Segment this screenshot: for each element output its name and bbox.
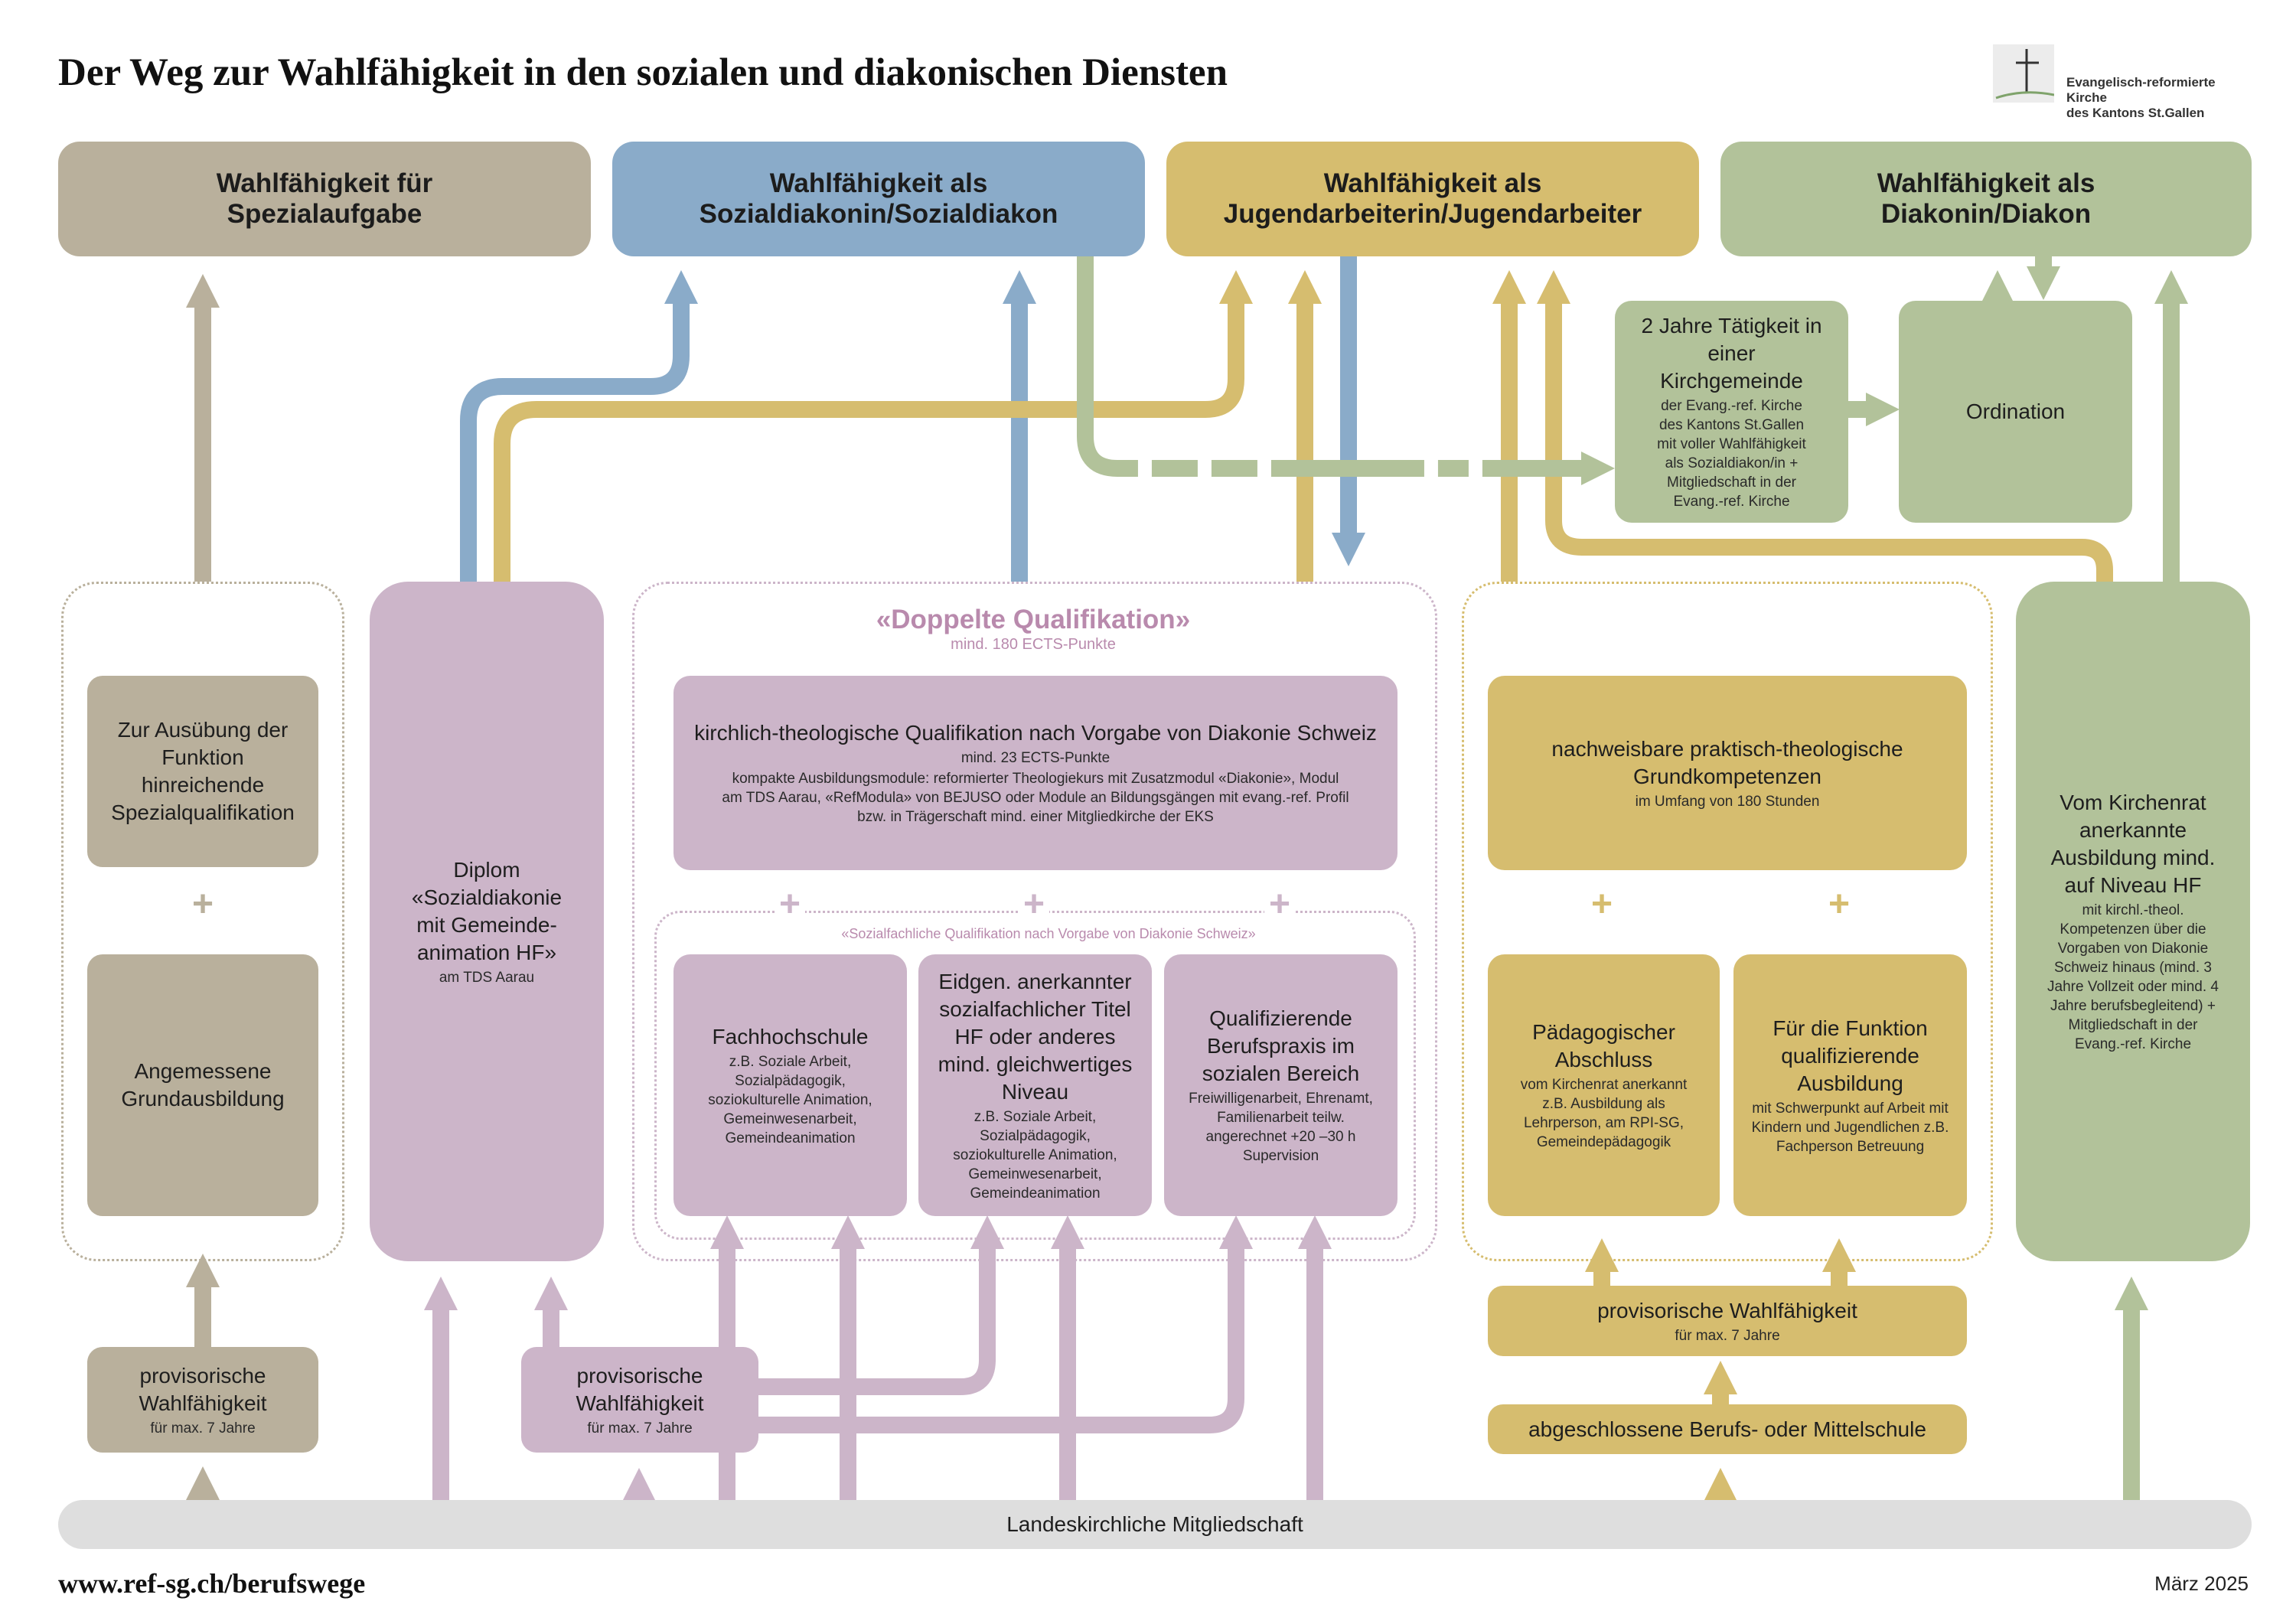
spezialqualifikation-text: Zur Ausübung der Funktion hinreichende S… [111,718,295,824]
header-spezialaufgabe: Wahlfähigkeit für Spezialaufgabe [58,142,591,256]
grundausbildung-box: Angemessene Grundausbildung [87,954,318,1216]
anerkannte-ausbildung-box: Vom Kirchenrat anerkannte Ausbildung min… [2016,582,2250,1261]
header-sozialdiakon-label: Wahlfähigkeit als Sozialdiakonin/Soziald… [699,168,1058,229]
ordination-text: Ordination [1965,399,2066,423]
header-diakon-label: Wahlfähigkeit als Diakonin/Diakon [1877,168,2095,229]
diplom-tds-box: Diplom «Sozialdiakonie mit Gemeinde-anim… [370,582,604,1261]
prov-gold-sub: für max. 7 Jahre [1675,1327,1780,1344]
logo-text: Evangelisch-reformierte Kirche des Kanto… [2066,75,2245,121]
ordination-box: Ordination [1899,301,2132,523]
prov-wahlfaehigkeit-taupe: provisorische Wahlfähigkeit für max. 7 J… [87,1347,318,1453]
church-logo: Evangelisch-reformierte Kirche des Kanto… [1993,44,2245,120]
doppelte-sub: mind. 180 ECTS-Punkte [951,636,1116,653]
taetigkeit-kirchgemeinde-box: 2 Jahre Tätigkeit in einer Kirchgemeinde… [1615,301,1848,523]
sozialfachlich-text: «Sozialfachliche Qualifikation nach Vorg… [841,926,1256,941]
grundausbildung-text: Angemessene Grundausbildung [121,1059,285,1110]
paed-title: Pädagogischer Abschluss [1532,1020,1675,1071]
header-diakon: Wahlfähigkeit als Diakonin/Diakon [1720,142,2252,256]
plus-icon: + [1264,886,1295,923]
praxis-title: Qualifizierende Berufspraxis im sozialen… [1202,1006,1360,1085]
prov-wahlfaehigkeit-gold: provisorische Wahlfähigkeit für max. 7 J… [1488,1286,1967,1356]
doppelte-title: «Doppelte Qualifikation» [876,605,1191,634]
berufs-mittelschule-box: abgeschlossene Berufs- oder Mittelschule [1488,1404,1967,1454]
plus-icon: + [775,886,805,923]
doppelte-heading: «Doppelte Qualifikation» mind. 180 ECTS-… [765,598,1301,660]
footer-url[interactable]: www.ref-sg.ch/berufswege [58,1568,366,1599]
funktion-ausbildung-box: Für die Funktion qualifizierende Ausbild… [1733,954,1967,1216]
eidgen-titel-box: Eidgen. anerkannter sozialfachlicher Tit… [918,954,1152,1216]
paed-sub: vom Kirchenrat anerkannt z.B. Ausbildung… [1520,1077,1688,1150]
landeskirchliche-mitgliedschaft-bar: Landeskirchliche Mitgliedschaft [58,1500,2252,1549]
funktion-title: Für die Funktion qualifizierende Ausbild… [1773,1016,1928,1095]
prov-gold-title: provisorische Wahlfähigkeit [1597,1298,1857,1322]
eidg-title: Eidgen. anerkannter sozialfachlicher Tit… [938,969,1133,1104]
diplom-sub: am TDS Aarau [439,969,535,986]
sozialfachlich-label: «Sozialfachliche Qualifikation nach Vorg… [796,922,1301,945]
plus-icon: + [1590,884,1613,925]
prov-purple-title: provisorische Wahlfähigkeit [576,1363,704,1415]
kirchlich-theologisch-box: kirchlich-theologische Qualifikation nac… [673,676,1397,870]
plus-icon: + [191,884,214,925]
schule-text: abgeschlossene Berufs- oder Mittelschule [1528,1417,1926,1441]
header-spezialaufgabe-label: Wahlfähigkeit für Spezialaufgabe [216,168,433,229]
fachhochschule-box: Fachhochschule z.B. Soziale Arbeit, Sozi… [673,954,907,1216]
ausbildung-sub: mit kirchl.-theol. Kompetenzen über die … [2047,902,2219,1052]
ausbildung-title: Vom Kirchenrat anerkannte Ausbildung min… [2050,791,2216,897]
plus-icon: + [1828,884,1851,925]
grundkompetenzen-title: nachweisbare praktisch-theologische Grun… [1551,736,1903,788]
paedagogischer-abschluss-box: Pädagogischer Abschluss vom Kirchenrat a… [1488,954,1720,1216]
header-jugendarbeiter-label: Wahlfähigkeit als Jugendarbeiterin/Jugen… [1223,168,1642,229]
prov-taupe-sub: für max. 7 Jahre [150,1420,256,1436]
spezialqualifikation-box: Zur Ausübung der Funktion hinreichende S… [87,676,318,867]
eidg-sub: z.B. Soziale Arbeit, Sozialpädagogik, so… [953,1108,1117,1202]
page-title: Der Weg zur Wahlfähigkeit in den soziale… [58,51,1228,94]
fh-sub: z.B. Soziale Arbeit, Sozialpädagogik, so… [708,1053,872,1146]
doppelte-qualifikation-group [632,582,1437,1261]
jugend-group [1462,582,1993,1261]
taetigkeit-sub: der Evang.-ref. Kirche des Kantons St.Ga… [1657,398,1806,510]
kirchlich-title: kirchlich-theologische Qualifikation nac… [694,721,1377,745]
cross-logo-icon [1993,44,2055,103]
funktion-sub: mit Schwerpunkt auf Arbeit mit Kindern u… [1751,1100,1949,1155]
kirchlich-sub1: mind. 23 ECTS-Punkte [960,750,1110,766]
praxis-sub: Freiwilligenarbeit, Ehrenamt, Familienar… [1189,1091,1373,1164]
grundkompetenzen-box: nachweisbare praktisch-theologische Grun… [1488,676,1967,870]
kirchlich-sub2: kompakte Ausbildungsmodule: reformierter… [722,771,1349,825]
grundkompetenzen-sub: im Umfang von 180 Stunden [1635,793,1820,810]
fh-title: Fachhochschule [712,1024,869,1048]
berufspraxis-box: Qualifizierende Berufspraxis im sozialen… [1164,954,1397,1216]
header-jugendarbeiter: Wahlfähigkeit als Jugendarbeiterin/Jugen… [1166,142,1699,256]
header-sozialdiakon: Wahlfähigkeit als Sozialdiakonin/Soziald… [612,142,1145,256]
base-text: Landeskirchliche Mitgliedschaft [1006,1512,1303,1536]
plus-icon: + [1019,886,1049,923]
prov-wahlfaehigkeit-purple: provisorische Wahlfähigkeit für max. 7 J… [521,1347,758,1453]
logo-line-1: Evangelisch-reformierte Kirche [2066,75,2216,105]
prov-purple-sub: für max. 7 Jahre [587,1420,693,1436]
prov-taupe-title: provisorische Wahlfähigkeit [139,1363,267,1415]
logo-line-2: des Kantons St.Gallen [2066,106,2205,120]
taetigkeit-title: 2 Jahre Tätigkeit in einer Kirchgemeinde [1641,314,1822,393]
diplom-title: Diplom «Sozialdiakonie mit Gemeinde-anim… [411,857,563,964]
footer-date: März 2025 [2154,1572,2249,1595]
